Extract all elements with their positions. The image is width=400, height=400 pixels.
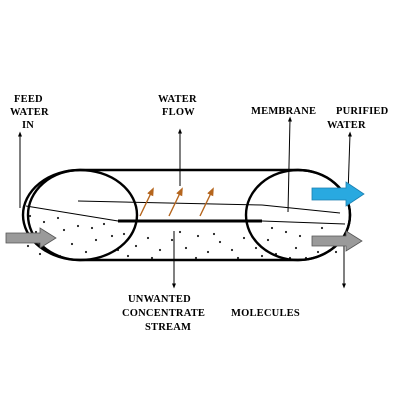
molecules-label: MOLECULES	[231, 308, 300, 319]
molecule-dot	[102, 222, 106, 226]
molecule-dot	[270, 226, 274, 230]
permeate-taper-line-top	[77, 200, 263, 206]
molecule-dot	[236, 256, 240, 260]
molecule-dot	[242, 236, 246, 240]
purified-water-arrow	[311, 181, 365, 207]
molecule-dot	[218, 240, 222, 244]
molecule-dot	[206, 250, 210, 254]
unwanted-label-line3: STREAM	[145, 322, 191, 333]
molecule-dot	[28, 214, 32, 218]
molecule-dot	[254, 246, 258, 250]
molecule-dot	[62, 228, 66, 232]
molecule-dot	[38, 252, 42, 256]
permeation-arrow-3	[199, 187, 214, 217]
purified-water-label-line2: WATER	[327, 120, 366, 131]
molecule-dot	[150, 256, 154, 260]
molecule-dot	[230, 248, 234, 252]
molecule-dot	[212, 232, 216, 236]
unwanted-label-line2: CONCENTRATE	[122, 308, 205, 319]
feed-taper-line	[25, 205, 119, 222]
molecule-dot	[34, 230, 38, 234]
molecule-dot	[320, 226, 324, 230]
feed-water-arrow	[5, 227, 57, 249]
permeate-taper-line-join	[261, 204, 341, 214]
concentrate-out-arrow	[311, 230, 363, 252]
feed-water-label-line3: IN	[22, 120, 34, 131]
inlet-end-ellipse	[21, 168, 139, 262]
water-flow-label-line1: WATER	[158, 94, 197, 105]
molecule-dot	[284, 230, 288, 234]
molecule-dot	[76, 224, 80, 228]
molecule-dot	[84, 250, 88, 254]
molecule-dot	[178, 230, 182, 234]
molecule-dot	[158, 248, 162, 252]
molecule-dot	[194, 256, 198, 260]
molecule-dot	[260, 254, 264, 258]
membrane-leader-line	[287, 116, 292, 213]
feed-water-label-line2: WATER	[10, 107, 49, 118]
permeation-arrow-2	[168, 187, 183, 217]
molecule-dot	[196, 234, 200, 238]
molecule-dot	[42, 220, 46, 224]
membrane-label: MEMBRANE	[251, 106, 316, 117]
molecule-dot	[110, 234, 114, 238]
molecule-dot	[316, 250, 320, 254]
molecule-dot	[334, 250, 338, 254]
water-flow-label-line2: FLOW	[162, 107, 195, 118]
molecule-dot	[184, 246, 188, 250]
molecule-dot	[146, 236, 150, 240]
molecule-dot	[294, 246, 298, 250]
molecule-dot	[122, 232, 126, 236]
concentrate-taper-line	[261, 220, 346, 225]
molecule-dot	[266, 238, 270, 242]
feed-water-label-line1: FEED	[14, 94, 43, 105]
outlet-end-ellipse	[244, 168, 352, 262]
permeation-arrow-1	[139, 187, 154, 217]
concentrate-molecules	[26, 214, 338, 260]
purified-water-label-line1: PURIFIED	[336, 106, 389, 117]
membrane-vessel	[26, 168, 352, 262]
molecule-dot	[56, 216, 60, 220]
molecule-dot	[298, 234, 302, 238]
molecule-dot	[126, 254, 130, 258]
molecule-dot	[134, 244, 138, 248]
molecule-dot	[170, 238, 174, 242]
molecule-dot	[90, 226, 94, 230]
molecule-dot	[70, 242, 74, 246]
molecule-dot	[94, 238, 98, 242]
unwanted-label-line1: UNWANTED	[128, 294, 191, 305]
molecule-dot	[26, 244, 30, 248]
